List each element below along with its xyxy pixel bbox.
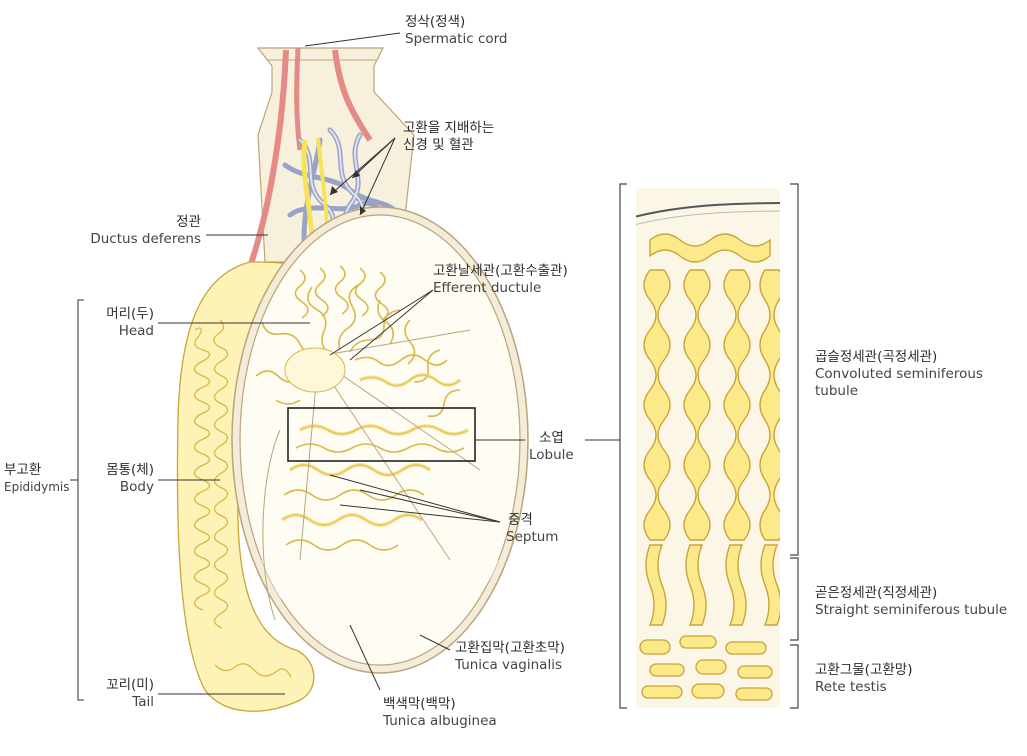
label-ko: 소엽 bbox=[539, 430, 564, 446]
label-lobule: 소엽 Lobule bbox=[529, 430, 574, 464]
label-ko: 머리(두) bbox=[106, 306, 154, 322]
label-ko: 고환집막(고환초막) bbox=[455, 640, 565, 656]
label-efferent-ductule: 고환날세관(고환수출관) Efferent ductule bbox=[433, 263, 568, 297]
label-septum: 중격 Septum bbox=[506, 512, 558, 546]
label-en: Convoluted seminiferous bbox=[815, 366, 983, 382]
leader-lines bbox=[70, 32, 620, 701]
label-tail: 꼬리(미) Tail bbox=[106, 677, 154, 711]
label-straight-tubule: 곧은정세관(직정세관) Straight seminiferous tubule bbox=[815, 585, 1007, 619]
label-ko: 곱슬정세관(곡정세관) bbox=[815, 349, 938, 365]
label-ko: 고환그물(고환망) bbox=[815, 662, 913, 678]
efferent-ductules bbox=[294, 265, 389, 321]
label-en: Tunica albuginea bbox=[383, 713, 497, 729]
label-ko: 정삭(정색) bbox=[405, 14, 466, 30]
label-en: Tunica vaginalis bbox=[455, 657, 562, 673]
label-en: Head bbox=[118, 323, 154, 339]
label-ko: 꼬리(미) bbox=[106, 677, 154, 693]
rete-testis-network bbox=[639, 635, 773, 701]
label-ko: 고환날세관(고환수출관) bbox=[433, 263, 568, 279]
label-en: Rete testis bbox=[815, 679, 887, 695]
label-en: Septum bbox=[506, 529, 559, 545]
label-ko: 부고환 bbox=[4, 462, 42, 478]
label-en: Lobule bbox=[529, 447, 574, 463]
label-ko: 고환을 지배하는 bbox=[403, 120, 495, 136]
label-ko: 백색막(백막) bbox=[383, 696, 456, 712]
epididymis bbox=[176, 261, 315, 712]
label-en: Body bbox=[119, 479, 154, 495]
label-ko: 신경 및 혈관 bbox=[403, 137, 474, 153]
straight-tubules bbox=[645, 544, 780, 626]
label-epididymis: 부고환 Epididymis bbox=[4, 462, 69, 496]
label-en: Epididymis bbox=[4, 480, 70, 494]
label-ductus-deferens: 정관 Ductus deferens bbox=[90, 214, 201, 248]
inset-brackets bbox=[619, 183, 799, 709]
label-ko: 정관 bbox=[176, 214, 201, 230]
label-spermatic-cord: 정삭(정색) Spermatic cord bbox=[405, 14, 508, 48]
label-ko: 곧은정세관(직정세관) bbox=[815, 585, 938, 601]
label-en: Spermatic cord bbox=[405, 31, 508, 47]
label-en: Straight seminiferous tubule bbox=[815, 602, 1008, 618]
label-en: Efferent ductule bbox=[433, 280, 542, 296]
label-nerves-vessels: 고환을 지배하는 신경 및 혈관 bbox=[403, 120, 494, 154]
label-ko: 몸통(체) bbox=[106, 462, 154, 478]
arrow-heads bbox=[330, 170, 366, 215]
magnified-inset bbox=[619, 183, 799, 709]
label-tunica-vaginalis: 고환집막(고환초막) Tunica vaginalis bbox=[455, 640, 565, 674]
detail-box bbox=[287, 407, 476, 462]
label-rete-testis: 고환그물(고환망) Rete testis bbox=[815, 662, 912, 696]
label-ko: 중격 bbox=[508, 512, 533, 528]
label-en: Ductus deferens bbox=[90, 231, 201, 247]
label-en: tubule bbox=[815, 383, 859, 399]
convoluted-tubules bbox=[643, 233, 780, 541]
label-en: Tail bbox=[132, 694, 154, 710]
label-tunica-albuginea: 백색막(백막) Tunica albuginea bbox=[383, 696, 497, 730]
label-body: 몸통(체) Body bbox=[106, 462, 154, 496]
label-head: 머리(두) Head bbox=[106, 306, 154, 340]
septum-lines bbox=[299, 329, 481, 561]
label-convoluted-tubule: 곱슬정세관(곡정세관) Convoluted seminiferous tubu… bbox=[815, 349, 983, 400]
